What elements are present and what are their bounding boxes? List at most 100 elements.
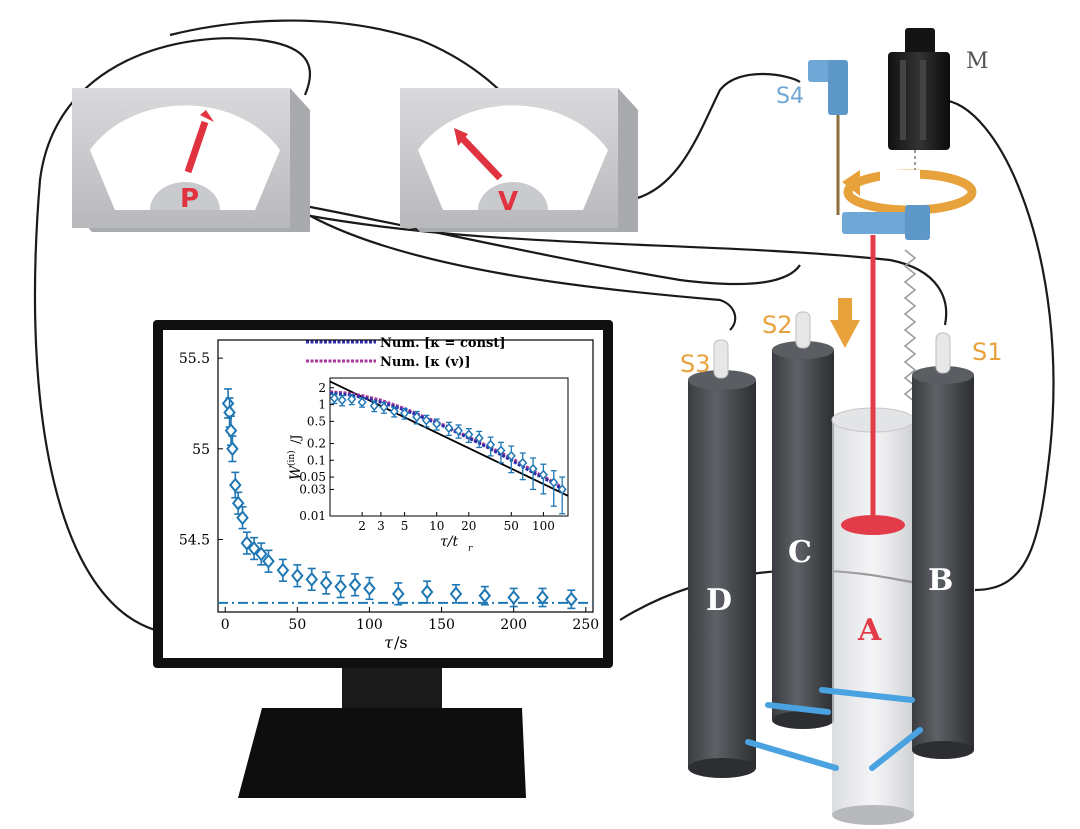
inset-data-point [474, 432, 484, 444]
inset-ytick-label: 0.2 [307, 437, 326, 451]
inset-xtick-label: 20 [461, 519, 476, 533]
cable-top [169, 19, 506, 97]
main-data-point [254, 546, 268, 562]
main-data-point [334, 579, 347, 595]
rotation-arrow [842, 169, 977, 215]
inset-data-point [369, 400, 379, 411]
inset-data-point [347, 394, 357, 405]
inset-xtick-label: 100 [532, 519, 555, 533]
inset-data-point [518, 457, 528, 468]
sensor-label-s1: S1 [972, 338, 1003, 366]
inset-xlabel: τ/t [440, 534, 458, 550]
inset-data-point [444, 422, 454, 434]
needle-v [459, 135, 503, 181]
main-xtick-label: 100 [356, 617, 383, 633]
cable-motor [939, 98, 1055, 592]
inset-ytick-label: 2 [318, 381, 326, 395]
inset-data-point [557, 484, 567, 495]
cable-p-to-s2 [299, 203, 801, 286]
main-xlabel-unit: /s [394, 633, 408, 652]
inset-data-point [464, 429, 474, 440]
rod-b: B [912, 332, 974, 759]
inset-xtick-label: 2 [358, 519, 366, 533]
rod-label-a: A [857, 613, 882, 648]
main-xtick-label: 50 [288, 617, 306, 633]
inset-ytick-label: 0.1 [307, 453, 326, 467]
inset-ylabel: W (in) /J [286, 434, 304, 480]
sensor-s4: S4 [776, 60, 930, 240]
rod-d: D [688, 339, 756, 778]
main-data-point [449, 586, 463, 602]
down-arrow [830, 298, 860, 348]
velocity-meter: V [400, 88, 638, 232]
pressure-meter: P [72, 88, 310, 232]
main-xlabel: τ [384, 633, 394, 652]
rod-label-b: B [928, 563, 953, 598]
inset-data-point [453, 425, 463, 436]
main-data-point [236, 510, 249, 526]
inset-data-point [379, 401, 389, 413]
inset-data-point [329, 393, 339, 404]
inset-data-point [357, 397, 367, 408]
main-data-point [240, 535, 254, 551]
svg-text:/J: /J [289, 434, 304, 444]
svg-text:W: W [288, 464, 304, 480]
inset-xlabel-sub: r [468, 544, 473, 554]
inset-data-point [400, 408, 410, 419]
meter-dial-v [418, 105, 608, 210]
main-data-point [536, 589, 549, 606]
inset-data-point [549, 477, 559, 488]
inset-data-point [412, 411, 422, 423]
main-data-point [507, 589, 520, 606]
legend-label-kv: Num. [κ (v)] [380, 355, 471, 370]
sensor-label-s3: S3 [680, 350, 711, 378]
rod-a: A [831, 235, 915, 825]
laser-spot [841, 515, 905, 535]
main-ytick-label: 55 [192, 442, 210, 458]
rod-c: C [772, 311, 834, 729]
inset-data-point [496, 445, 506, 456]
main-data-point [319, 575, 333, 591]
inset-data-point [337, 395, 347, 406]
inset-xtick-label: 5 [401, 519, 409, 533]
cable-p-to-s3 [299, 209, 737, 331]
sensor-label-s4: S4 [776, 84, 804, 109]
needle-p [184, 120, 209, 174]
main-data-point [478, 588, 492, 604]
svg-text:(in): (in) [286, 450, 297, 466]
cable-p-to-s1 [304, 213, 948, 326]
inset-ytick-label: 0.03 [299, 482, 326, 496]
main-xtick-label: 200 [500, 617, 527, 633]
inset-num-kv-line [329, 390, 566, 491]
main-xtick-label: 250 [572, 617, 599, 633]
inset-legend: Num. [κ = const] Num. [κ (v)] [306, 336, 506, 370]
main-xtick-label: 0 [221, 617, 230, 633]
main-data-point [276, 562, 290, 578]
main-xtick-label: 150 [428, 617, 455, 633]
rod-label-d: D [706, 583, 732, 618]
main-plot-frame [217, 339, 594, 613]
main-data-point [305, 571, 319, 587]
cable-monitor-left [33, 37, 311, 632]
inset-xtick-label: 3 [377, 519, 385, 533]
inset-data-point [538, 469, 548, 480]
inset-data-point [421, 415, 431, 426]
main-data-point [291, 568, 304, 584]
inset-data-point [506, 450, 516, 462]
main-data-point [262, 553, 275, 569]
cables [33, 19, 1055, 632]
spring [903, 249, 917, 403]
main-data-point [420, 584, 434, 600]
legend-label-const: Num. [κ = const] [380, 336, 506, 351]
inset-data-point [432, 418, 442, 430]
inset-data-point [486, 439, 496, 450]
main-data-point [565, 591, 578, 607]
main-data-point [348, 577, 362, 593]
main-ytick-label: 54.5 [179, 532, 210, 548]
inset-data-point [528, 463, 538, 475]
rod-label-c: C [788, 535, 812, 570]
inset-xtick-label: 50 [504, 519, 519, 533]
sensor-label-s2: S2 [762, 311, 793, 339]
